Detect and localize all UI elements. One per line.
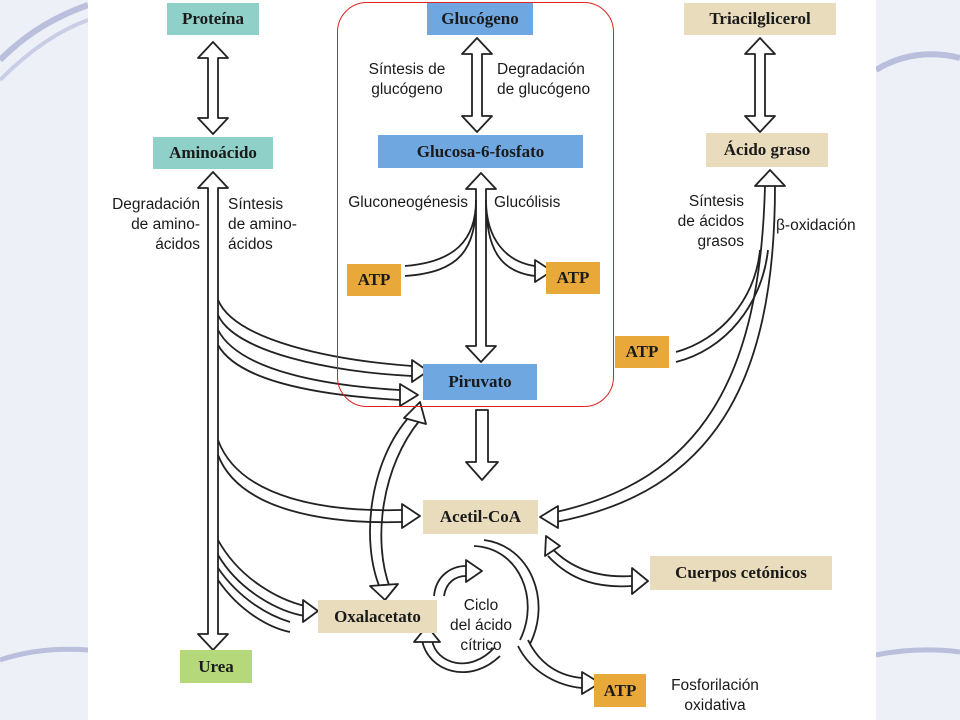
box-glucogeno: Glucógeno xyxy=(427,3,533,35)
label-beta-oxidacion: β-oxidación xyxy=(776,217,856,234)
box-aminoacido: Aminoácido xyxy=(153,137,273,169)
box-cuerpos-cetonicos: Cuerpos cetónicos xyxy=(650,556,832,590)
branch-to-acetilcoa xyxy=(217,439,403,524)
label-gluconeogenesis: Gluconeogénesis xyxy=(348,194,468,211)
box-piruvato: Piruvato xyxy=(423,364,537,400)
arrow-acetilcoa-cetonicos xyxy=(547,543,633,588)
arrow-glucolisis-atp xyxy=(485,199,536,277)
label-glucolisis: Glucólisis xyxy=(494,194,561,211)
arrow-piruvato-acetilcoa xyxy=(465,409,499,481)
citric-cycle-arc-top xyxy=(433,565,467,597)
arrow-atp-lipogenesis xyxy=(675,249,769,363)
citric-cycle-arc-right xyxy=(473,539,540,645)
box-atp-glucolisis: ATP xyxy=(546,262,600,294)
citric-cycle-to-atp xyxy=(517,639,583,689)
box-acetil-coa: Acetil-CoA xyxy=(423,500,538,534)
arrow-tag-acido-graso xyxy=(744,37,776,133)
box-triacilglicerol: Triacilglicerol xyxy=(684,3,836,35)
arrow-oxalacetato-piruvato xyxy=(369,415,421,589)
box-atp-fosforilacion: ATP xyxy=(594,674,646,707)
arrow-acetilcoa-acido-graso xyxy=(555,185,776,523)
box-atp-gluconeogenesis: ATP xyxy=(347,264,401,296)
branch-to-piruvato-1 xyxy=(217,299,413,377)
box-urea: Urea xyxy=(180,650,252,683)
box-atp-lipogenesis: ATP xyxy=(615,336,669,368)
branch-to-oxalacetato-1 xyxy=(217,539,306,617)
arrow-aminoacido-urea xyxy=(197,171,229,651)
citric-cycle-arc-left xyxy=(421,639,501,673)
branch-to-oxalacetato-2 xyxy=(217,567,291,633)
box-oxalacetato: Oxalacetato xyxy=(318,600,437,633)
box-proteina: Proteína xyxy=(167,3,259,35)
arrow-gluconeogenesis-atp xyxy=(404,199,477,277)
arrow-g6p-piruvato xyxy=(465,172,497,363)
arrow-glucogeno-g6p xyxy=(461,37,493,133)
box-glucosa-6-fosfato: Glucosa-6-fosfato xyxy=(378,135,583,168)
branch-to-piruvato-2 xyxy=(217,329,401,401)
box-acido-graso: Ácido graso xyxy=(706,133,828,167)
carbohydrate-highlight-frame xyxy=(337,2,614,407)
arrow-proteina-aminoacido xyxy=(197,41,229,135)
